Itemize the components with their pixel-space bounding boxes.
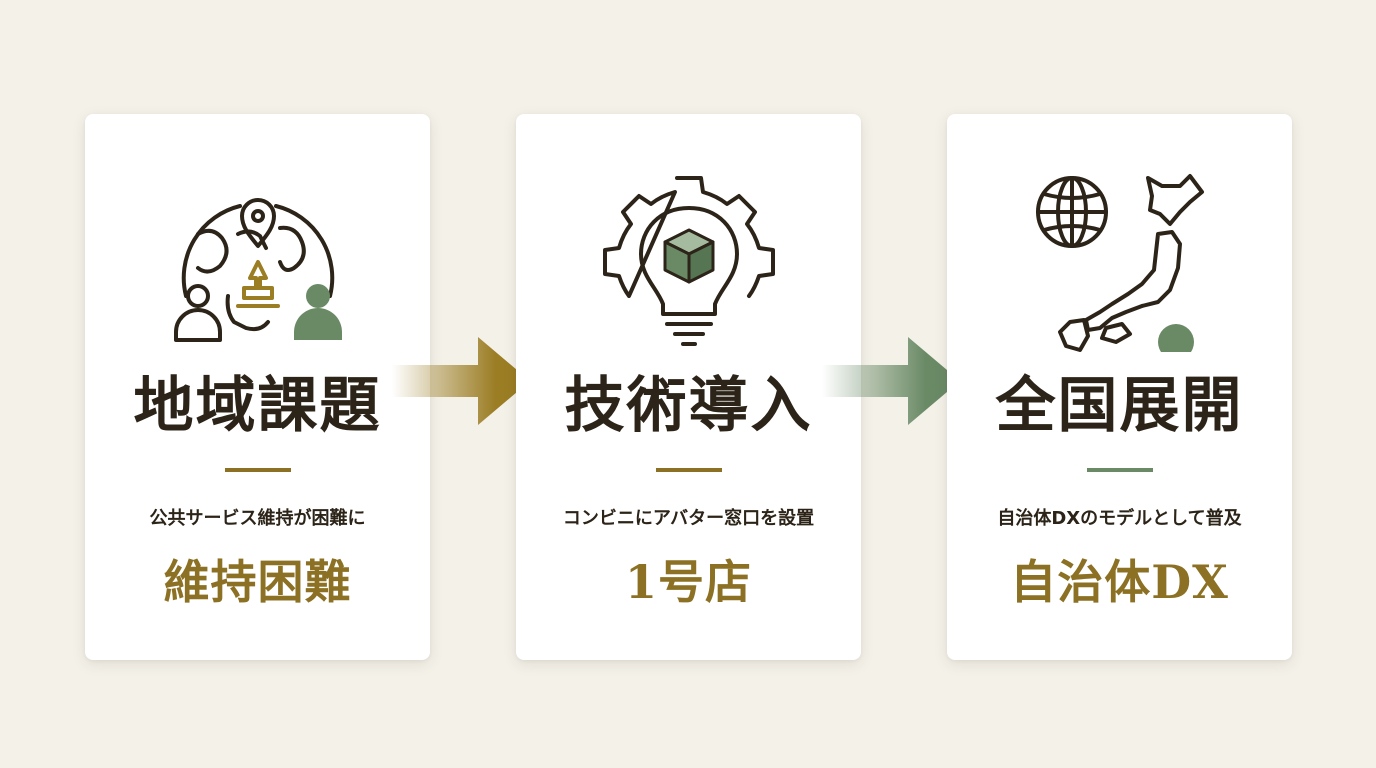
step-divider <box>1086 468 1153 472</box>
gear-lightbulb-cube-icon <box>602 176 775 346</box>
step-divider <box>655 468 722 472</box>
green-arrow-right-icon <box>822 337 960 425</box>
step-keyword: 維持困難 <box>163 555 352 609</box>
globe-location-people-icon <box>173 198 342 342</box>
gold-arrow-right-icon <box>392 337 530 425</box>
step-description: コンビニにアバター窓口を設置 <box>562 508 815 529</box>
step-title: 全国展開 <box>995 371 1244 441</box>
step-title: 地域課題 <box>133 371 382 441</box>
step-divider <box>224 468 291 472</box>
globe-japan-map-icon <box>1035 174 1204 352</box>
step-description: 公共サービス維持が困難に <box>149 508 366 529</box>
step-card-technology: 技術導入 コンビニにアバター窓口を設置 1号店 <box>516 114 861 660</box>
step-keyword: 1号店 <box>624 555 752 609</box>
step-title: 技術導入 <box>564 371 813 441</box>
step-keyword: 自治体DX <box>1010 555 1229 609</box>
step-card-nationwide: 全国展開 自治体DXのモデルとして普及 自治体DX <box>947 114 1292 660</box>
step-card-regional-issue: 地域課題 公共サービス維持が困難に 維持困難 <box>85 114 430 660</box>
step-description: 自治体DXのモデルとして普及 <box>997 508 1242 529</box>
